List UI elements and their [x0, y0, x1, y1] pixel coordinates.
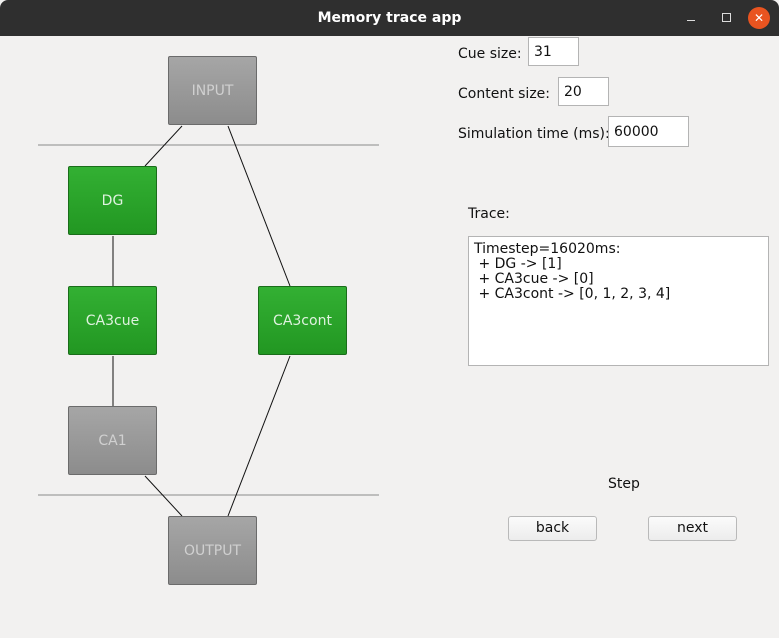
- diagram-connections: [38, 125, 379, 517]
- title-bar: Memory trace app ✕: [0, 0, 779, 36]
- back-button[interactable]: back: [508, 516, 597, 541]
- trace-line: + DG -> [1]: [474, 256, 562, 272]
- node-ca1: CA1: [68, 406, 157, 475]
- simulation-time-input[interactable]: [608, 116, 689, 147]
- node-output: OUTPUT: [168, 516, 257, 585]
- node-ca3cont-label: CA3cont: [273, 312, 332, 329]
- maximize-icon[interactable]: [715, 7, 737, 29]
- node-dg: DG: [68, 166, 157, 235]
- content-size-label: Content size:: [458, 86, 550, 102]
- window-title: Memory trace app: [317, 10, 462, 26]
- network-diagram: INPUT DG CA3cue CA3cont CA1 OUTPUT: [0, 36, 400, 638]
- node-input: INPUT: [168, 56, 257, 125]
- edge-ca1-output: [144, 475, 183, 517]
- node-ca3cont: CA3cont: [258, 286, 347, 355]
- node-ca1-label: CA1: [98, 432, 127, 449]
- trace-line: + CA3cue -> [0]: [474, 271, 594, 287]
- trace-line: + CA3cont -> [0, 1, 2, 3, 4]: [474, 286, 671, 302]
- simulation-time-label: Simulation time (ms):: [458, 126, 610, 142]
- edge-input-ca3cont: [227, 125, 291, 287]
- cue-size-input[interactable]: [528, 37, 579, 66]
- trace-output[interactable]: Timestep=16020ms: + DG -> [1] + CA3cue -…: [468, 236, 769, 366]
- minimize-icon[interactable]: [680, 7, 702, 29]
- edge-input-dg: [144, 125, 183, 167]
- node-ca3cue: CA3cue: [68, 286, 157, 355]
- cue-size-label: Cue size:: [458, 46, 522, 62]
- content-size-input[interactable]: [558, 77, 609, 106]
- trace-label: Trace:: [468, 206, 510, 222]
- step-label: Step: [608, 476, 640, 492]
- close-icon[interactable]: ✕: [748, 7, 770, 29]
- node-ca3cue-label: CA3cue: [85, 312, 140, 329]
- node-output-label: OUTPUT: [183, 542, 242, 559]
- node-dg-label: DG: [101, 192, 124, 209]
- trace-line: Timestep=16020ms:: [474, 241, 621, 257]
- node-input-label: INPUT: [191, 82, 234, 99]
- edge-ca3cont-output: [227, 355, 291, 517]
- next-button[interactable]: next: [648, 516, 737, 541]
